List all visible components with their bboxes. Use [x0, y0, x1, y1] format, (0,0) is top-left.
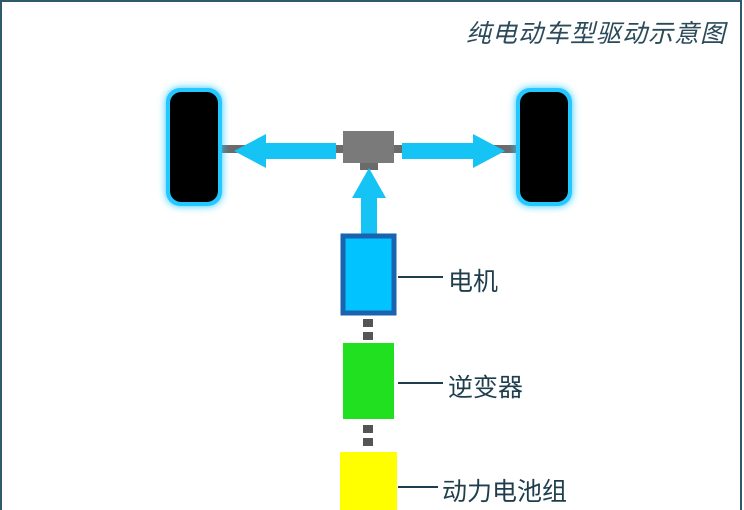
connector-motor-inverter-2 — [363, 332, 373, 340]
differential — [343, 131, 394, 163]
inverter-label: 逆变器 — [448, 373, 524, 402]
left-wheel — [166, 88, 222, 206]
diagram-title: 纯电动车型驱动示意图 — [465, 19, 726, 48]
up-power-arrow — [352, 168, 386, 236]
inverter-block — [343, 343, 394, 419]
motor-label: 电机 — [448, 267, 499, 296]
connector-motor-inverter-1 — [363, 319, 373, 327]
right-wheel — [516, 88, 572, 206]
battery-block — [340, 452, 397, 510]
differential-shaft — [360, 163, 378, 170]
connector-inverter-battery-1 — [363, 425, 373, 433]
battery-label: 动力电池组 — [442, 477, 568, 506]
connector-inverter-battery-2 — [363, 438, 373, 446]
left-power-arrow — [234, 134, 336, 168]
right-power-arrow — [402, 134, 505, 168]
motor-block — [340, 233, 397, 316]
